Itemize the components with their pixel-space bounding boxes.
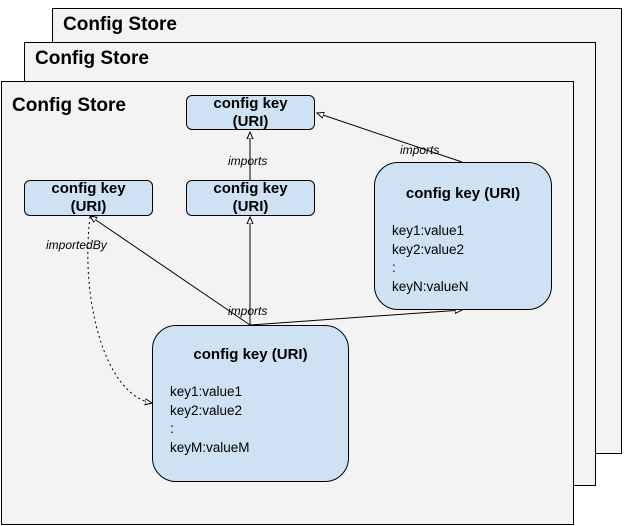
edge-label-bottom-imports: imports: [228, 304, 268, 318]
config-key-right-node: config key (URI) key1:value1 key2:value2…: [374, 162, 552, 310]
config-key-bottom-node: config key (URI) key1:value1 key2:value2…: [152, 325, 349, 482]
edge-bottom-to-left: [90, 216, 251, 326]
config-key-middle-line1: config key: [213, 180, 288, 197]
edge-left-to-bottom-importedby: [87, 216, 152, 403]
edge-label-imported-by: importedBy: [46, 238, 107, 252]
edge-label-right-to-top: imports: [400, 143, 440, 157]
entry-keyn: keyN:valueN: [392, 278, 469, 294]
entry-key2: key2:value2: [170, 402, 243, 418]
config-key-left-node: config key (URI): [24, 180, 153, 216]
config-key-right-entries: key1:value1 key2:value2 : keyN:valueN: [392, 222, 469, 296]
edge-label-middle-to-top: imports: [228, 154, 268, 168]
config-store-back-title: Config Store: [63, 14, 177, 35]
config-store-middle-title: Config Store: [35, 48, 149, 69]
config-key-right-title: config key (URI): [405, 185, 521, 202]
config-key-bottom-title: config key (URI): [193, 346, 308, 363]
config-key-left-line2: (URI): [70, 198, 107, 215]
edge-right-to-top: [317, 113, 463, 163]
config-key-bottom-entries: key1:value1 key2:value2 : keyM:valueM: [170, 383, 250, 457]
config-key-left-line1: config key: [51, 180, 126, 197]
entry-key2: key2:value2: [392, 241, 465, 257]
config-key-top-line1: config key: [213, 94, 288, 112]
config-key-top-line2: (URI): [232, 112, 269, 130]
config-key-middle-node: config key (URI): [186, 180, 315, 216]
entry-ellipsis: :: [170, 421, 174, 436]
entry-key1: key1:value1: [392, 223, 465, 238]
config-key-middle-line2: (URI): [232, 198, 269, 215]
entry-keym: keyM:valueM: [170, 439, 250, 455]
config-key-top-node: config key (URI): [186, 95, 315, 130]
entry-ellipsis: :: [392, 260, 396, 275]
edge-bottom-to-right: [249, 310, 462, 326]
entry-key1: key1:value1: [170, 384, 243, 399]
config-store-front-title: Config Store: [12, 95, 126, 116]
